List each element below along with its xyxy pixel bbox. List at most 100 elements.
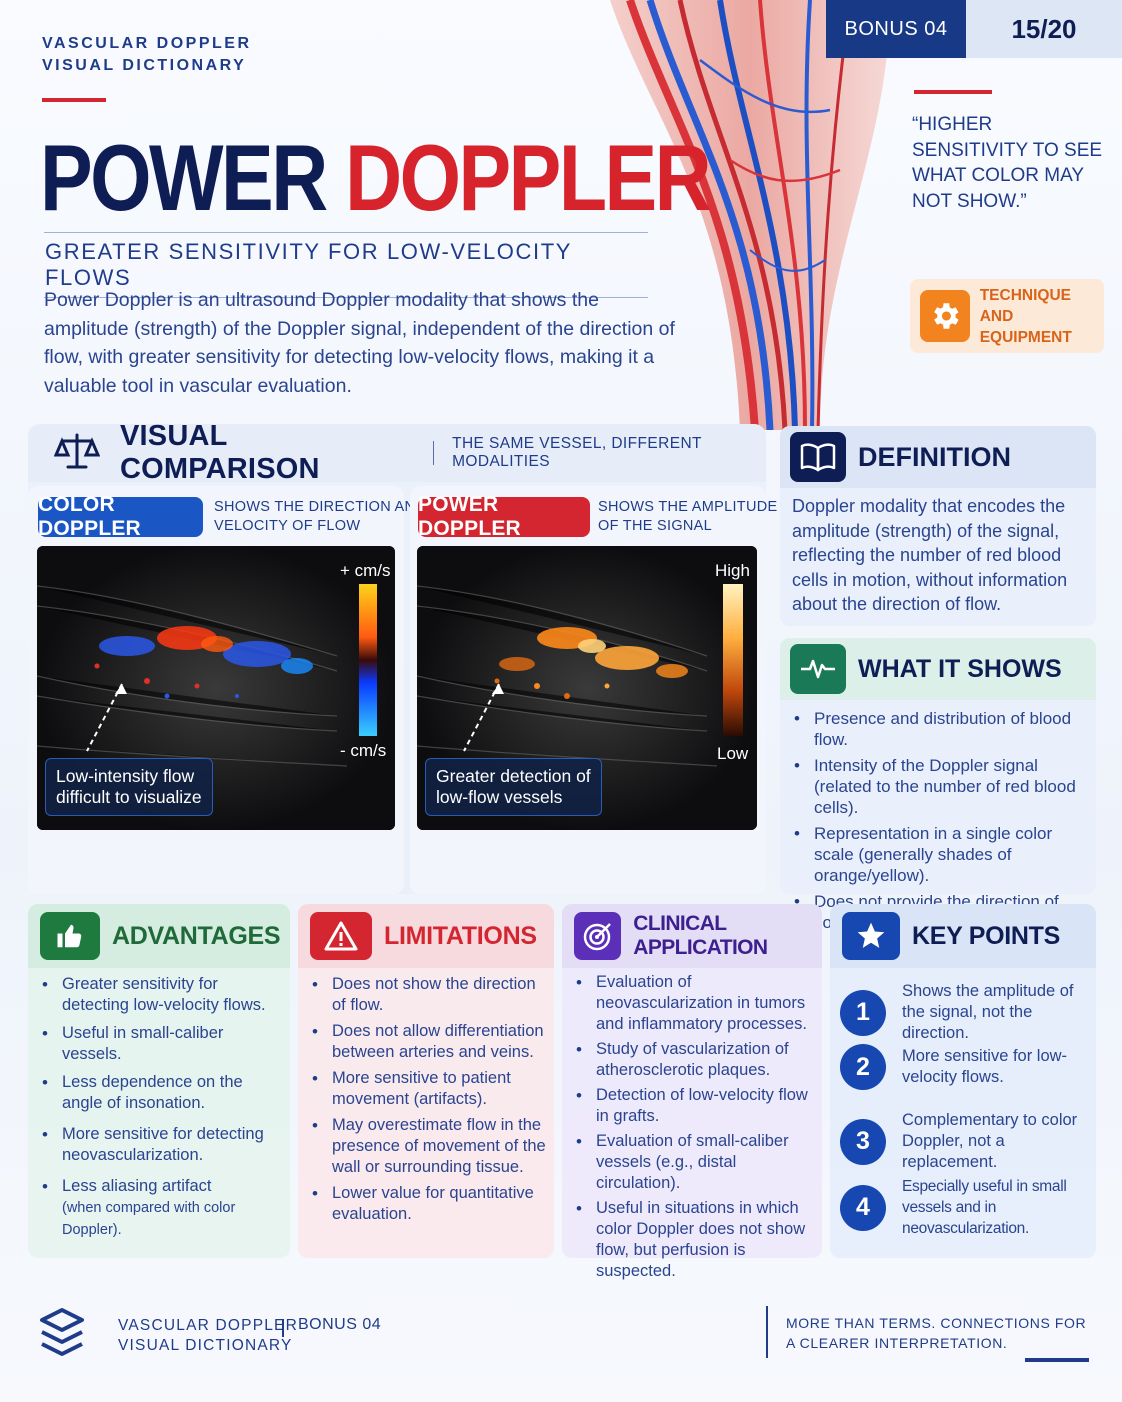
color-doppler-callout: Low-intensity flow difficult to visualiz…: [45, 758, 213, 816]
color-doppler-tag: COLOR DOPPLER: [38, 493, 203, 540]
list-item: More sensitive for detecting neovascular…: [40, 1124, 282, 1166]
definition-header: DEFINITION: [780, 426, 1096, 488]
advantages-list: Greater sensitivity for detecting low-ve…: [40, 974, 282, 1241]
footer-accent-rule: [1025, 1358, 1089, 1362]
color-doppler-desc: SHOWS THE DIRECTION AND VELOCITY OF FLOW: [214, 498, 426, 536]
what-it-shows-card: WHAT IT SHOWS Presence and distribution …: [780, 638, 1096, 932]
clinical-application-card: CLINICAL APPLICATION Evaluation of neova…: [562, 904, 822, 1280]
definition-title: DEFINITION: [858, 441, 1011, 472]
star-icon: [842, 912, 900, 960]
list-item: Intensity of the Doppler signal (related…: [792, 755, 1094, 818]
list-item: Less dependence on the angle of insonati…: [40, 1072, 282, 1114]
brand-line-2: VISUAL DICTIONARY: [42, 57, 247, 74]
power-doppler-scan-image: High Low Greater detection of low-flow v…: [417, 546, 757, 830]
definition-card: DEFINITION Doppler modality that encodes…: [780, 426, 1096, 626]
gear-icon: [920, 290, 970, 342]
technique-equipment-link[interactable]: TECHNIQUE AND EQUIPMENT: [910, 279, 1104, 353]
technique-label-line-1: TECHNIQUE: [979, 286, 1071, 304]
what-it-shows-header: WHAT IT SHOWS: [780, 638, 1096, 700]
list-item: Does not show the direction of flow.: [310, 974, 546, 1016]
clinical-application-body: Evaluation of neovascularization in tumo…: [574, 972, 814, 1282]
book-icon: [790, 432, 846, 482]
key-point-number: 3: [840, 1118, 886, 1165]
list-item: Evaluation of neovascularization in tumo…: [574, 972, 814, 1035]
power-doppler-tag: POWER DOPPLER: [418, 493, 590, 540]
key-point-2: 2 More sensitive for low-velocity flows.: [840, 1044, 1090, 1090]
list-item: Lower value for quantitative evaluation.: [310, 1183, 546, 1225]
power-scale-top-label: High: [715, 561, 750, 580]
list-item: Study of vascularization of atherosclero…: [574, 1039, 814, 1081]
divider: [432, 441, 435, 465]
list-item: Greater sensitivity for detecting low-ve…: [40, 974, 282, 1016]
footer-bonus: BONUS 04: [298, 1316, 382, 1333]
footer-brand-line-2: VISUAL DICTIONARY: [118, 1337, 293, 1354]
power-doppler-desc-line-1: SHOWS THE AMPLITUDE: [598, 499, 778, 515]
visual-comparison-subtitle: THE SAME VESSEL, DIFFERENT MODALITIES: [452, 435, 702, 470]
warning-icon: [310, 912, 372, 960]
list-item: Useful in small-caliber vessels.: [40, 1023, 282, 1065]
key-point-1: 1 Shows the amplitude of the signal, not…: [840, 981, 1090, 1044]
list-item: Does not allow differentiation between a…: [310, 1021, 546, 1063]
limitations-list: Does not show the direction of flow. Doe…: [310, 974, 546, 1225]
list-item: Evaluation of small-caliber vessels (e.g…: [574, 1131, 814, 1194]
technique-label-line-2: AND EQUIPMENT: [979, 307, 1072, 346]
list-item: Useful in situations in which color Dopp…: [574, 1198, 814, 1282]
leg-vessels-illustration: [610, 0, 890, 430]
list-item: More sensitive to patient movement (arti…: [310, 1068, 546, 1110]
color-doppler-desc-line-2: VELOCITY OF FLOW: [214, 518, 361, 534]
balance-scale-icon: [53, 431, 101, 476]
advantages-header: ADVANTAGES: [28, 904, 290, 968]
technique-label: TECHNIQUE AND EQUIPMENT: [980, 285, 1104, 348]
key-point-text: Complementary to color Doppler, not a re…: [902, 1111, 1078, 1171]
page-subtitle: GREATER SENSITIVITY FOR LOW-VELOCITY FLO…: [44, 232, 648, 298]
color-doppler-scan-image: + cm/s - cm/s Low-intensity flow difficu…: [37, 546, 395, 830]
target-icon: [574, 912, 622, 960]
color-callout-line-1: Low-intensity flow: [56, 766, 195, 786]
definition-text: Doppler modality that encodes the amplit…: [792, 496, 1068, 614]
advantage-last-text: Less aliasing artifact: [62, 1177, 212, 1195]
limitations-card: LIMITATIONS Does not show the direction …: [298, 904, 554, 1258]
footer-vertical-rule: [766, 1306, 768, 1358]
what-it-shows-title: WHAT IT SHOWS: [858, 654, 1062, 683]
limitations-body: Does not show the direction of flow. Doe…: [310, 974, 546, 1225]
key-point-4: 4 Especially useful in small vessels and…: [840, 1176, 1090, 1239]
advantage-last-note: (when compared with color Doppler).: [62, 1200, 236, 1238]
power-doppler-callout: Greater detection of low-flow vessels: [425, 758, 602, 816]
color-scale-bottom-label: - cm/s: [340, 741, 387, 760]
power-doppler-desc: SHOWS THE AMPLITUDE OF THE SIGNAL: [598, 498, 777, 536]
key-point-number: 2: [840, 1044, 886, 1090]
footer-tagline-line-1: MORE THAN TERMS. CONNECTIONS FOR: [786, 1315, 1087, 1331]
layers-logo-icon: [38, 1306, 86, 1363]
visual-comparison-title: VISUAL COMPARISON: [120, 420, 320, 485]
key-point-number: 4: [840, 1184, 886, 1231]
limitations-header: LIMITATIONS: [298, 904, 554, 968]
advantages-title: ADVANTAGES: [112, 921, 281, 950]
power-scale-bottom-label: Low: [717, 744, 749, 763]
footer-tagline: MORE THAN TERMS. CONNECTIONS FOR A CLEAR…: [786, 1313, 1086, 1353]
footer-tagline-line-2: A CLEARER INTERPRETATION.: [786, 1335, 1008, 1351]
heartbeat-icon: [790, 644, 846, 694]
clinical-application-title: CLINICAL APPLICATION: [633, 912, 768, 959]
list-item: Detection of low-velocity flow in grafts…: [574, 1085, 814, 1127]
what-it-shows-list: Presence and distribution of blood flow.…: [792, 708, 1094, 933]
key-point-text: More sensitive for low-velocity flows.: [902, 1047, 1068, 1086]
page-title: POWER DOPPLER: [40, 125, 712, 230]
limitations-title: LIMITATIONS: [384, 921, 537, 950]
page-counter: 15/20: [966, 0, 1122, 58]
color-scale-top-label: + cm/s: [340, 561, 391, 580]
visual-comparison-header: VISUAL COMPARISON THE SAME VESSEL, DIFFE…: [28, 420, 766, 485]
list-item: Less aliasing artifact (when compared wi…: [40, 1176, 282, 1241]
clinical-application-header: CLINICAL APPLICATION: [562, 904, 822, 968]
pull-quote: “HIGHER SENSITIVITY TO SEE WHAT COLOR MA…: [912, 114, 1103, 212]
footer-brand: VASCULAR DOPPLER VISUAL DICTIONARY: [118, 1316, 298, 1356]
clinical-application-list: Evaluation of neovascularization in tumo…: [574, 972, 814, 1282]
footer-divider: [282, 1319, 284, 1337]
key-point-number: 1: [840, 989, 886, 1036]
list-item: Representation in a single color scale (…: [792, 823, 1094, 886]
key-points-card: KEY POINTS 1 Shows the amplitude of the …: [830, 904, 1096, 1258]
key-point-3: 3 Complementary to color Doppler, not a …: [840, 1110, 1090, 1173]
color-callout-line-2: difficult to visualize: [56, 787, 202, 807]
title-word-power: POWER: [40, 125, 328, 230]
color-doppler-desc-line-1: SHOWS THE DIRECTION AND: [214, 499, 427, 515]
brand-line-1: VASCULAR DOPPLER: [42, 35, 252, 52]
